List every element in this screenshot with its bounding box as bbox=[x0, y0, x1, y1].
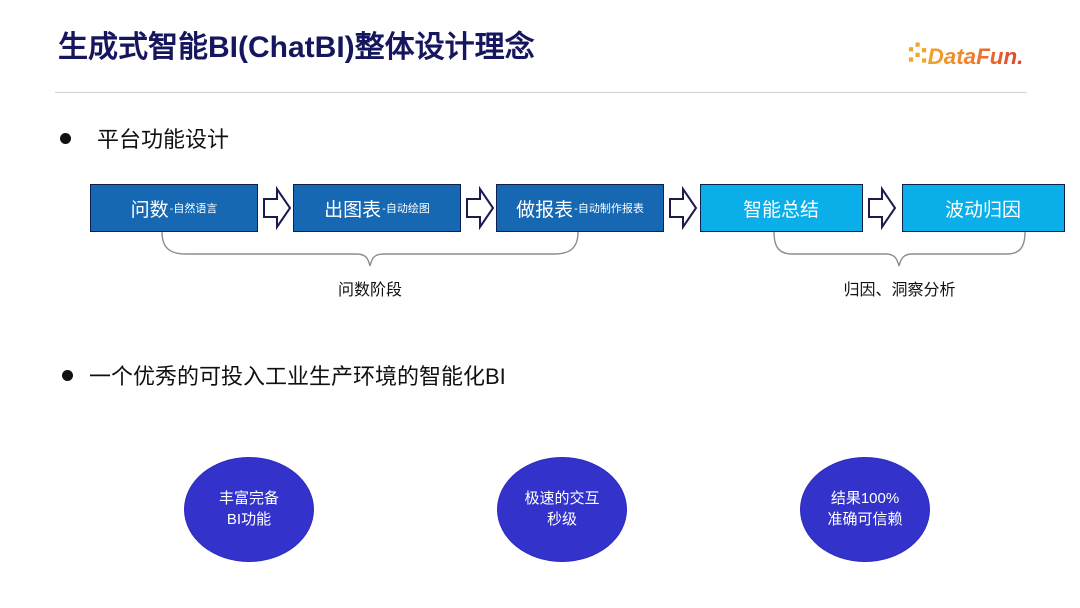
bullet-industrial-bi: 一个优秀的可投入工业生产环境的智能化BI bbox=[62, 359, 506, 391]
right-block-arrow-icon-1 bbox=[263, 185, 292, 231]
flow-step-subtitle: -自然语言 bbox=[169, 203, 218, 215]
circle-line-2: 准确可信赖 bbox=[827, 510, 903, 528]
flow-step-title: 做报表 bbox=[516, 199, 574, 221]
flow-step-chutubiao[interactable]: 出图表 -自动绘图 bbox=[293, 184, 461, 232]
flow-step-subtitle: -自动绘图 bbox=[382, 203, 430, 215]
flow-step-zhinengzongjie[interactable]: 智能总结 bbox=[700, 184, 863, 232]
flow-step-title: 波动归因 bbox=[944, 199, 1021, 221]
bullet-label: 一个优秀的可投入工业生产环境的智能化BI bbox=[89, 364, 506, 389]
flow-step-title: 出图表 bbox=[324, 199, 382, 221]
bullet-label: 平台功能设计 bbox=[97, 127, 230, 152]
brace-label-wenshu-stage: 问数阶段 bbox=[337, 282, 402, 299]
flow-step-zuobaobiao[interactable]: 做报表 -自动制作报表 bbox=[496, 184, 664, 232]
flow-step-wenshu[interactable]: 问数 -自然语言 bbox=[90, 184, 258, 232]
feature-circle-accuracy[interactable]: 结果100% 准确可信赖 bbox=[800, 457, 930, 562]
right-block-arrow-icon-4 bbox=[868, 185, 897, 231]
circle-line-2: 秒级 bbox=[546, 510, 577, 528]
right-block-arrow-icon-3 bbox=[669, 185, 698, 231]
flow-step-subtitle: -自动制作报表 bbox=[574, 203, 644, 215]
brace-attribution-analysis bbox=[773, 232, 1026, 267]
flow-step-bodongguiyin[interactable]: 波动归因 bbox=[902, 184, 1065, 232]
bullet-dot-icon bbox=[62, 369, 73, 381]
bullet-platform-design: 平台功能设计 bbox=[60, 122, 229, 154]
flow-step-title: 智能总结 bbox=[742, 199, 819, 221]
circle-line-2: BI功能 bbox=[226, 510, 272, 528]
circle-line-1: 丰富完备 bbox=[218, 490, 279, 508]
datafun-logo: DataFun. bbox=[908, 42, 1024, 69]
circle-line-1: 极速的交互 bbox=[524, 490, 600, 508]
header-divider bbox=[55, 92, 1027, 93]
logo-wordmark: DataFun. bbox=[928, 44, 1024, 69]
brace-wenshu-stage bbox=[161, 232, 579, 267]
flow-step-title: 问数 bbox=[130, 199, 169, 221]
circle-line-1: 结果100% bbox=[830, 490, 900, 508]
feature-circle-bi-capability[interactable]: 丰富完备 BI功能 bbox=[184, 457, 314, 562]
bullet-dot-icon bbox=[60, 132, 71, 144]
feature-circle-fast-interaction[interactable]: 极速的交互 秒级 bbox=[497, 457, 627, 562]
right-block-arrow-icon-2 bbox=[466, 185, 495, 231]
page-title: 生成式智能BI(ChatBI)整体设计理念 bbox=[58, 31, 535, 64]
brace-label-attribution-analysis: 归因、洞察分析 bbox=[843, 282, 956, 299]
